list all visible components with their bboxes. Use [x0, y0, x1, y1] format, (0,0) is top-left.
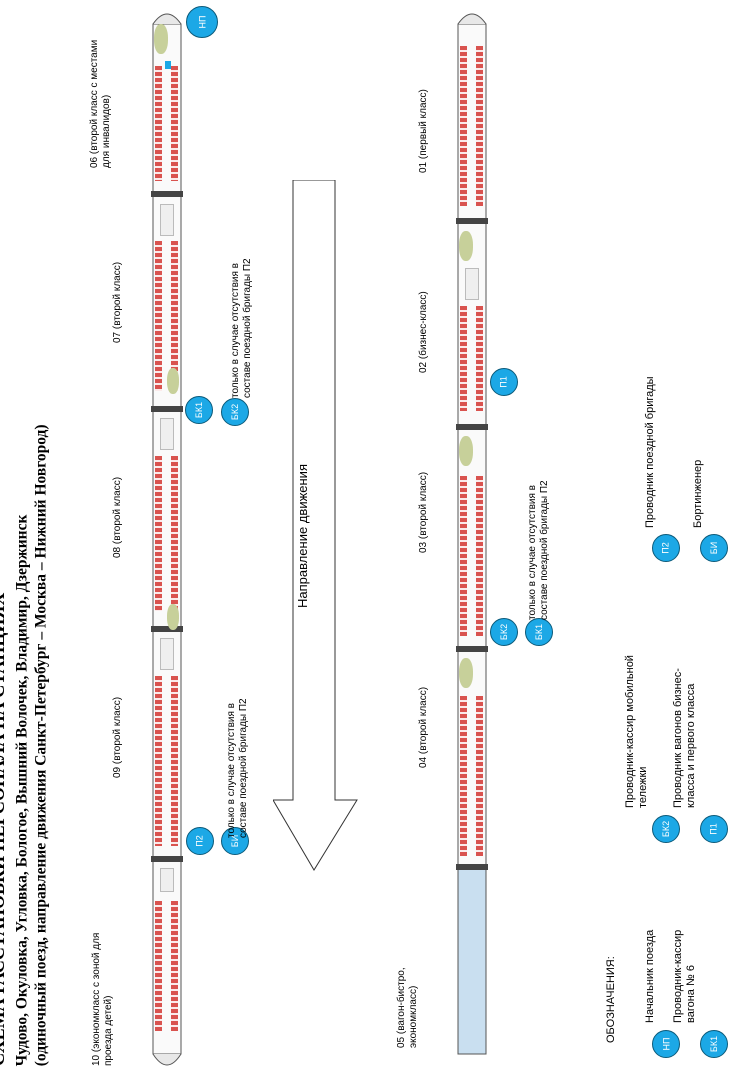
car-label-09: 09 (второй класс): [112, 696, 123, 778]
top-train: [150, 6, 184, 1074]
legend-badge-p1: П1: [700, 815, 728, 843]
title-line-1: СХЕМА РАССТАНОВКИ ПЕРСОНАЛА НА СТАНЦИЯХ: [0, 592, 9, 1066]
legend-text-p2: Проводник поездной бригады: [644, 376, 656, 528]
bottom-train: [455, 6, 489, 1074]
legend-badge-bk1: БК1: [700, 1030, 728, 1058]
badge-p2-top: П2: [186, 827, 214, 855]
badge-p1: П1: [490, 368, 518, 396]
direction-label: Направление движения: [295, 464, 310, 608]
badge-bk1-bottom: БК1: [525, 618, 553, 646]
legend-text-bi: Бортинженер: [692, 459, 704, 528]
badge-bk2-top: БК2: [221, 398, 249, 426]
legend-badge-np: НП: [652, 1030, 680, 1058]
badge-np: НП: [186, 6, 218, 38]
car-label-07: 07 (второй класс): [112, 261, 123, 343]
legend-badge-p2: П2: [652, 534, 680, 562]
car-label-04: 04 (второй класс): [418, 686, 429, 768]
legend-text-p1: Проводник вагонов бизнес-класса и первог…: [672, 668, 697, 808]
car-label-01: 01 (первый класс): [418, 89, 429, 173]
legend-badge-bk2: БК2: [652, 815, 680, 843]
legend-heading: ОБОЗНАЧЕНИЯ:: [605, 956, 617, 1043]
badge-bk2-bottom: БК2: [490, 618, 518, 646]
legend-badge-bi: БИ: [700, 534, 728, 562]
badge-bk1-top: БК1: [185, 396, 213, 424]
badge-bi-top: БИ: [221, 827, 249, 855]
title-line-2: Чудово, Окуловка, Угловка, Бологое, Вышн…: [13, 514, 31, 1066]
car-label-05: 05 (вагон-бистро,экономкласс): [396, 967, 419, 1048]
title-line-3: (одиночный поезд, направление движения С…: [32, 424, 50, 1066]
car-label-08: 08 (второй класс): [112, 476, 123, 558]
car-label-03: 03 (второй класс): [418, 471, 429, 553]
car-label-02: 02 (бизнес-класс): [418, 291, 429, 373]
direction-arrow: [273, 180, 358, 871]
legend-text-np: Начальник поезда: [644, 929, 656, 1023]
